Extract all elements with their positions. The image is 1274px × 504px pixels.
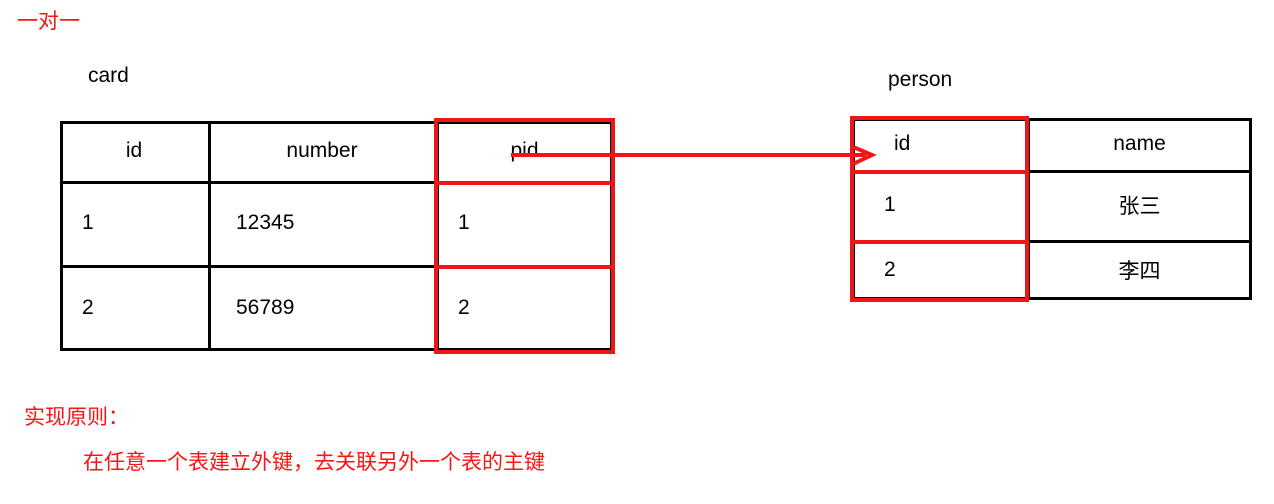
person-row-divider-2: [852, 240, 1252, 243]
card-col-divider-1: [208, 121, 211, 351]
person-row-divider-1: [852, 170, 1252, 173]
card-pid-highlight-divider-2: [434, 265, 615, 269]
card-table: id number pid 1 12345 1 2 56789 2: [60, 118, 615, 354]
person-header-id: id: [894, 132, 911, 155]
person-table-caption: person: [888, 68, 953, 91]
person-id-highlight-divider-2: [850, 240, 1029, 244]
card-cell-r1c2: 12345: [236, 211, 295, 234]
card-cell-r2c2: 56789: [236, 296, 295, 319]
person-cell-r2c1: 2: [884, 258, 896, 281]
card-row-divider-2: [60, 265, 613, 268]
card-cell-r2c3: 2: [458, 296, 470, 319]
card-header-id: id: [125, 139, 143, 162]
card-table-caption: card: [88, 64, 129, 87]
person-cell-r2c2: 李四: [1118, 260, 1161, 283]
page-title: 一对一: [17, 10, 80, 33]
card-cell-r1c1: 1: [82, 211, 94, 234]
person-cell-r1c2: 张三: [1118, 195, 1161, 218]
person-id-highlight-divider-1: [850, 170, 1029, 174]
person-cell-r1c1: 1: [884, 193, 896, 216]
card-header-pid: pid: [510, 139, 539, 162]
principle-body: 在任意一个表建立外键，去关联另外一个表的主键: [83, 451, 545, 474]
card-header-number: number: [286, 139, 358, 162]
card-cell-r2c1: 2: [82, 296, 94, 319]
principle-heading: 实现原则：: [24, 406, 129, 429]
person-table: id name 1 张三 2 李四: [850, 116, 1252, 302]
card-pid-highlight-divider-1: [434, 181, 615, 185]
card-row-divider-1: [60, 181, 613, 184]
person-header-name: name: [1113, 132, 1166, 155]
card-cell-r1c3: 1: [458, 211, 470, 234]
